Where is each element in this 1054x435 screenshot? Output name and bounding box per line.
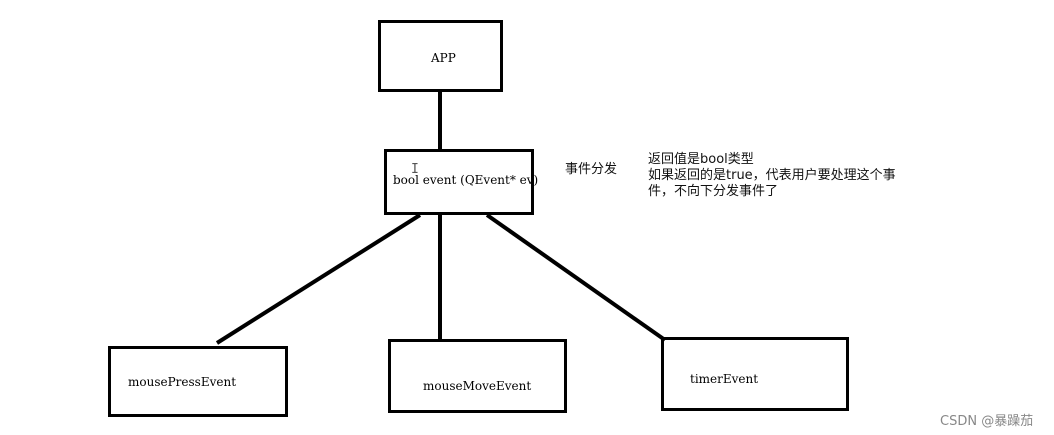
return-note-line-2: 如果返回的是true，代表用户要处理这个事 [648, 168, 896, 183]
dispatch-note: 事件分发 [565, 162, 618, 177]
app-box [378, 20, 503, 92]
timer-box-label: timerEvent [690, 372, 759, 386]
return-note: 返回值是bool类型 如果返回的是true，代表用户要处理这个事 件，不向下分发… [648, 152, 896, 200]
event-box-label: bool event (QEvent* ev) [393, 173, 539, 187]
event-box [384, 149, 534, 215]
mousemove-box-label: mouseMoveEvent [423, 379, 532, 393]
mousepress-box-label: mousePressEvent [128, 375, 237, 389]
timer-box [661, 337, 849, 411]
connector-event-to-mousepress [215, 213, 422, 345]
return-note-line-1: 返回值是bool类型 [648, 152, 754, 167]
text-cursor-icon: I [411, 162, 419, 177]
mousepress-box [108, 346, 288, 417]
return-note-line-3: 件，不向下分发事件了 [648, 184, 779, 199]
app-box-label: APP [431, 51, 456, 65]
watermark: CSDN @暴躁茄 [940, 414, 1034, 429]
mousemove-box [388, 339, 567, 413]
connector-event-to-timer [485, 213, 667, 342]
